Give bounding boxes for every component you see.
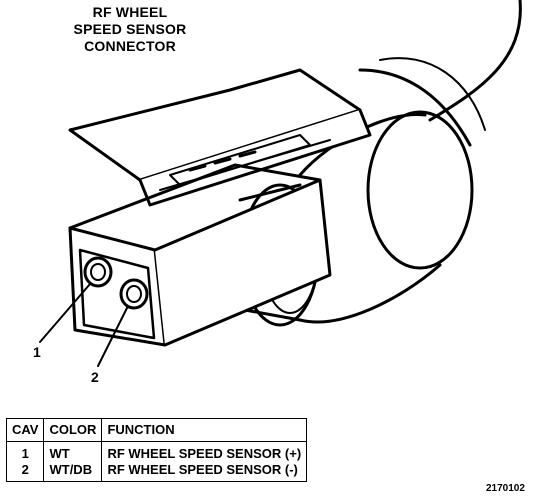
wire-2 [358,68,472,147]
callout-1: 1 [33,344,41,360]
terminal-cavity-2 [119,278,149,310]
connector-drawing [39,0,522,367]
cell-cav: 2 [5,462,45,482]
leader-1 [39,283,91,343]
header-function: FUNCTION [101,418,308,442]
latch-plate [68,68,362,182]
callout-2: 2 [91,369,99,385]
cell-color: WT [43,441,103,462]
table-row: 2 WT/DB RF WHEEL SPEED SENSOR (-) [5,462,308,482]
leader-2 [97,305,129,367]
terminal-cavity-1 [83,256,113,288]
cell-function: RF WHEEL SPEED SENSOR (+) [101,441,308,462]
table-row: 1 WT RF WHEEL SPEED SENSOR (+) [5,441,308,462]
figure-reference: 2170102 [486,483,525,494]
cell-cav: 1 [5,441,45,462]
title-line-1: RF WHEEL [92,4,168,20]
diagram-title: RF WHEEL SPEED SENSOR CONNECTOR [40,4,220,55]
wire-3 [379,57,486,131]
header-cav: CAV [5,418,45,442]
connector-boot [366,110,474,270]
cell-color: WT/DB [43,462,103,482]
cell-function: RF WHEEL SPEED SENSOR (-) [101,462,308,482]
cavity-table: CAV COLOR FUNCTION 1 WT RF WHEEL SPEED S… [5,418,308,482]
table-header-row: CAV COLOR FUNCTION [5,418,308,442]
wire-1 [428,0,522,122]
header-color: COLOR [43,418,103,442]
title-line-2: SPEED SENSOR [73,21,187,37]
title-line-3: CONNECTOR [84,38,176,54]
